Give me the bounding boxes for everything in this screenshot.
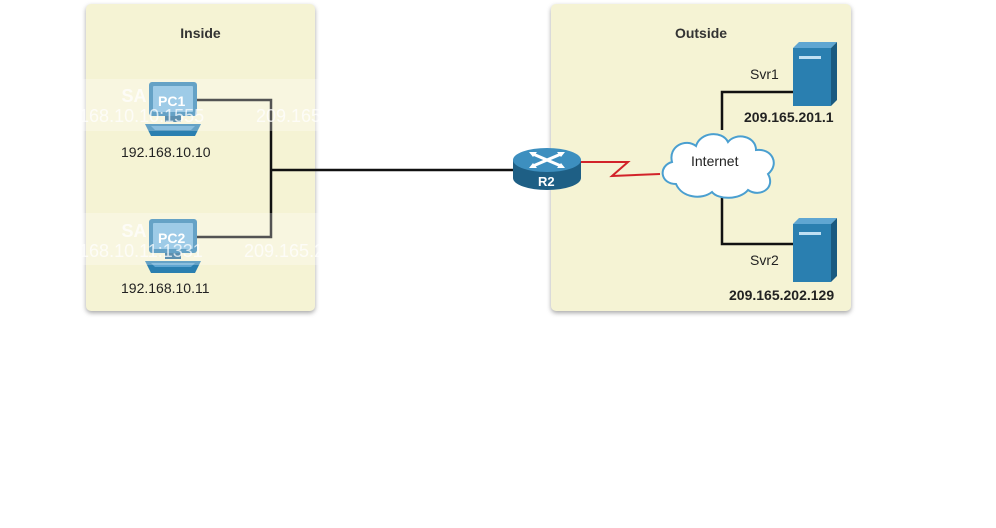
svr2-link bbox=[720, 196, 795, 246]
packet1-sa-heading: SA bbox=[121, 86, 147, 106]
svr2-ip: 209.165.202.129 bbox=[729, 287, 835, 303]
svr1-label: Svr1 bbox=[750, 66, 779, 82]
packet1-header-band bbox=[36, 79, 434, 131]
packet2-header-band bbox=[36, 213, 434, 265]
packet2-destination-address: 209.165.202.129:80 bbox=[244, 241, 405, 261]
packet2-sa-heading: SA bbox=[121, 221, 147, 241]
pc1-ip: 192.168.10.10 bbox=[121, 144, 211, 160]
packet1-destination-address: 209.165.201.1:80 bbox=[256, 106, 397, 126]
pc1-label: PC1 bbox=[158, 93, 186, 109]
internet-cloud-icon bbox=[661, 133, 775, 199]
packet2-da-heading: DA bbox=[321, 221, 347, 241]
inside-zone: Inside bbox=[86, 4, 315, 311]
svr2-server-icon[interactable] bbox=[791, 218, 839, 282]
pc2-link bbox=[196, 170, 273, 239]
svr1-link bbox=[720, 90, 795, 130]
outside-zone-title: Outside bbox=[674, 25, 728, 41]
pc2-ip: 192.168.10.11 bbox=[121, 280, 210, 296]
internet-label: Internet bbox=[691, 153, 739, 169]
pc1-link bbox=[196, 98, 273, 170]
packet2-source-address: 192.168.10.11:1331 bbox=[44, 241, 203, 261]
serial-link bbox=[580, 161, 661, 178]
inside-zone-title: Inside bbox=[180, 25, 221, 41]
router-icon[interactable] bbox=[511, 144, 583, 194]
router-label: R2 bbox=[538, 174, 555, 189]
pc2-label: PC2 bbox=[158, 230, 186, 246]
svr2-label: Svr2 bbox=[750, 252, 779, 268]
packet1-source-address: 192.168.10.10:1555 bbox=[44, 106, 205, 126]
packet1-da-heading: DA bbox=[321, 86, 347, 106]
pc2-computer-icon[interactable] bbox=[143, 217, 203, 275]
svr1-server-icon[interactable] bbox=[791, 42, 839, 106]
svr1-ip: 209.165.201.1 bbox=[744, 109, 834, 125]
pc1-computer-icon[interactable] bbox=[143, 80, 203, 138]
